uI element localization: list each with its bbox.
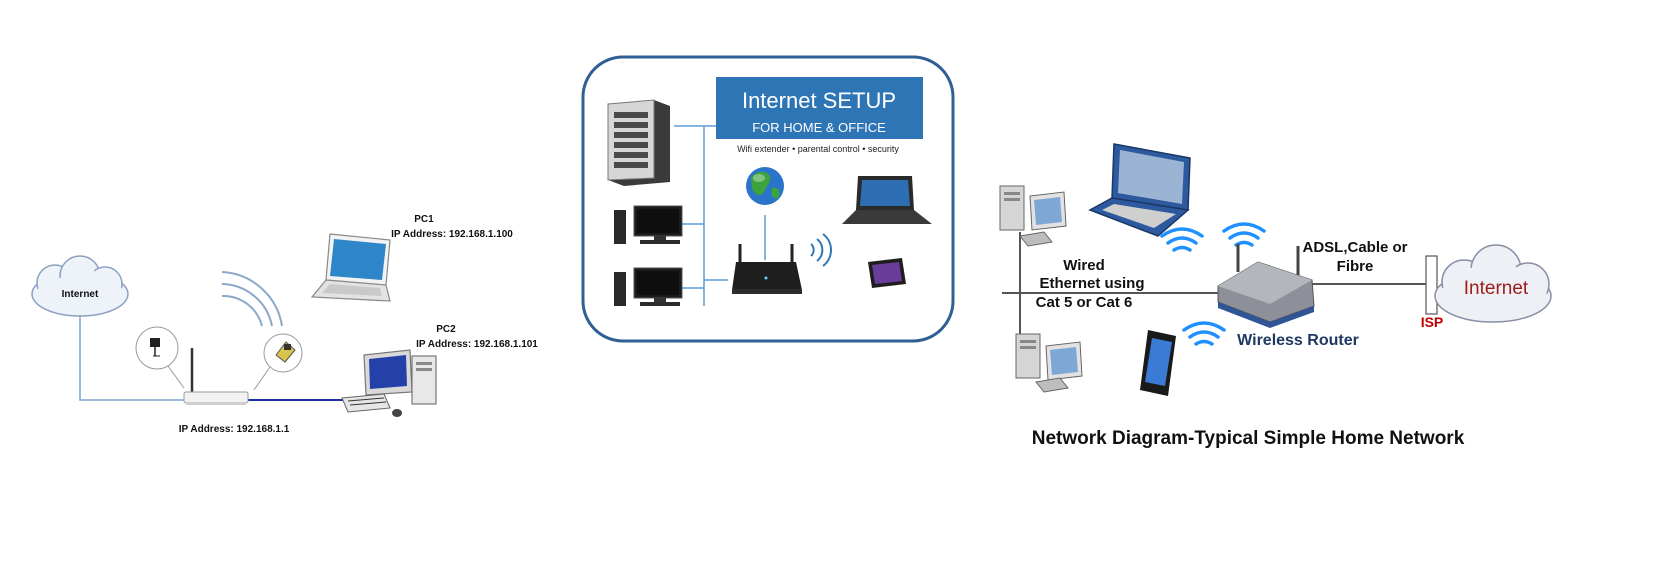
wired-connections	[1002, 232, 1426, 334]
laptop-icon	[842, 176, 932, 224]
pc1-ip: IP Address: 192.168.1.100	[391, 229, 513, 240]
diagram-caption: Network Diagram-Typical Simple Home Netw…	[1032, 428, 1465, 449]
isp-label: ISP	[1421, 314, 1444, 330]
globe-icon	[746, 167, 784, 205]
setup-diagram-canvas: Internet SETUP FOR HOME & OFFICE Wifi ex…	[581, 55, 955, 343]
wired-label-line2: Ethernet using	[1039, 275, 1144, 292]
left-network-diagram: Internet IP Address: 192.168.1.1 PC1 IP …	[0, 0, 600, 557]
wired-label-line1: Wired	[1063, 257, 1105, 274]
internet-label: Internet	[1464, 278, 1529, 299]
server-tower-icon	[607, 99, 670, 186]
wifi-router-icon	[732, 244, 802, 294]
wireless-router-icon	[1217, 244, 1315, 328]
pc2-ip: IP Address: 192.168.1.101	[416, 339, 538, 350]
desktop-pc-icon	[341, 349, 437, 417]
pc1-name: PC1	[414, 214, 434, 225]
pc2-name: PC2	[436, 324, 456, 335]
wifi-signal-icon-2	[1222, 222, 1266, 247]
setup-title: Internet SETUP	[742, 88, 896, 113]
desktop-computer-icon-2	[1015, 333, 1083, 393]
lan-connections	[674, 125, 766, 306]
router-icon	[183, 348, 249, 405]
desktop-computer-icon-2	[614, 267, 683, 306]
internet-cloud-icon	[31, 255, 129, 317]
internet-cloud-icon	[1434, 244, 1552, 323]
desktop-computer-icon	[999, 185, 1067, 247]
wifi-signal-icon	[1160, 227, 1204, 252]
home-network-diagram: Wireless Router Wired Ethernet using Cat…	[999, 0, 1671, 557]
wifi-signal-icon-3	[1182, 321, 1226, 346]
wired-label-line3: Cat 5 or Cat 6	[1036, 294, 1133, 311]
setup-subtitle: FOR HOME & OFFICE	[752, 120, 886, 135]
adsl-label-line1: ADSL,Cable or	[1302, 239, 1407, 256]
setup-tagline: Wifi extender • parental control • secur…	[737, 144, 899, 154]
home-network-canvas: Wireless Router Wired Ethernet using Cat…	[999, 143, 1552, 449]
internet-cable	[79, 300, 184, 401]
tablet-icon	[868, 258, 906, 288]
smartphone-icon	[1140, 330, 1176, 396]
left-diagram-canvas: Internet IP Address: 192.168.1.1 PC1 IP …	[31, 214, 538, 435]
wireless-router-label: Wireless Router	[1237, 332, 1359, 349]
laptop-icon	[1088, 143, 1191, 237]
desktop-computer-icon	[614, 205, 683, 244]
isp-connection-bar	[1425, 255, 1438, 315]
router-ip-label: IP Address: 192.168.1.1	[179, 424, 290, 435]
internet-setup-panel: Internet SETUP FOR HOME & OFFICE Wifi ex…	[581, 0, 1040, 557]
wifi-signal-icon	[221, 271, 283, 327]
wifi-signal-icon	[810, 233, 832, 267]
laptop-icon	[310, 233, 391, 302]
cable-plug-callout	[135, 326, 185, 389]
adsl-label-line2: Fibre	[1337, 258, 1374, 275]
ethernet-port-callout	[253, 333, 303, 391]
internet-label: Internet	[62, 289, 99, 300]
setup-banner	[716, 77, 923, 139]
